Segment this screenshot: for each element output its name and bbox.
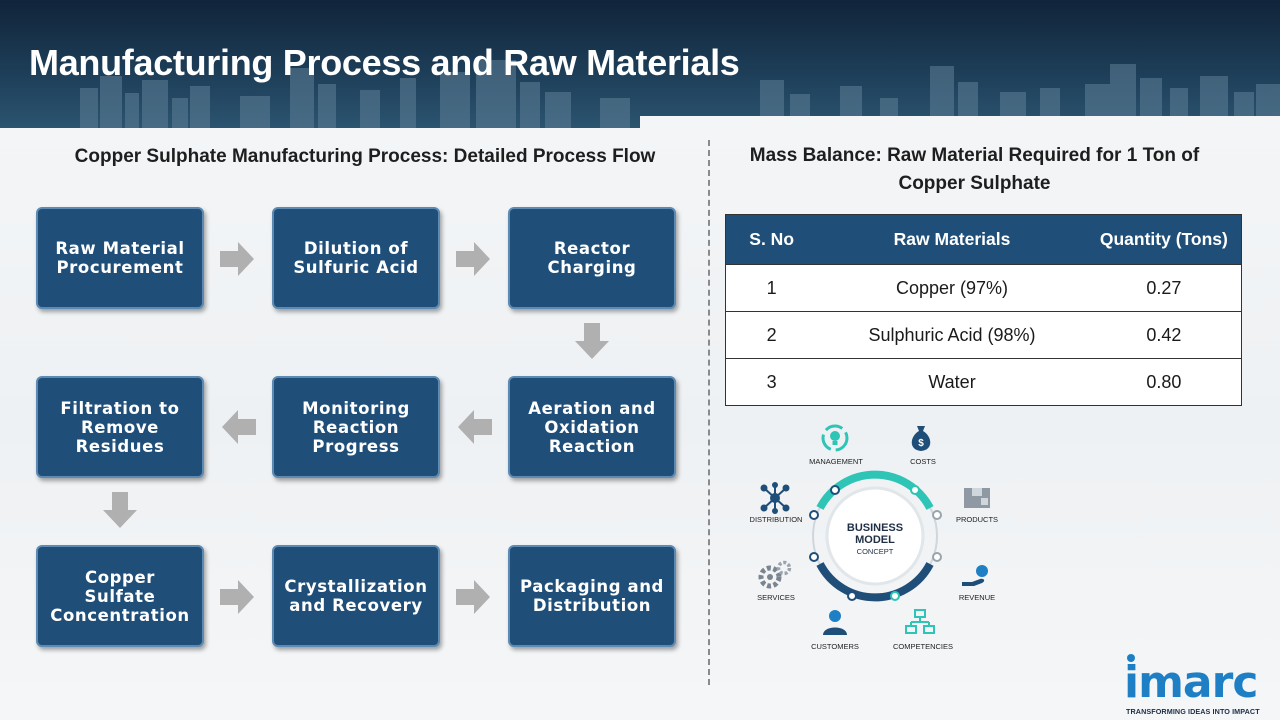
competencies-flowchart-icon: [905, 609, 935, 634]
label-products: PRODUCTS: [955, 515, 999, 524]
step-dilution-of-sulfuric-acid: Dilution of Sulfuric Acid: [272, 207, 440, 309]
header-s-no: S. No: [725, 214, 818, 265]
distribution-network-icon: [760, 482, 790, 514]
step-monitoring-reaction-progress: Monitoring Reaction Progress: [272, 376, 440, 478]
mass-balance-title-line1: Mass Balance: Raw Material Required for …: [749, 145, 1200, 166]
table-row: 2 Sulphuric Acid (98%) 0.42: [725, 311, 1242, 359]
business-model-graphic: BUSINESS MODEL CONCEPT $ MAN: [740, 418, 1040, 658]
cell-s-no: 2: [725, 311, 818, 359]
mass-balance-title: Mass Balance: Raw Material Required for …: [722, 142, 1227, 198]
logo-wordmark: imarc: [1124, 657, 1258, 708]
step-label: Dilution of Sulfuric Acid: [293, 239, 419, 277]
cell-material: Copper (97%): [817, 264, 1087, 312]
arrow-left-icon: [222, 410, 256, 444]
cell-quantity: 0.42: [1086, 311, 1242, 359]
table-row: 1 Copper (97%) 0.27: [725, 264, 1242, 312]
arrow-down-icon: [575, 323, 609, 359]
step-aeration-and-oxidation: Aeration and Oxidation Reaction: [508, 376, 676, 478]
logo-dot: [1127, 654, 1135, 662]
step-raw-material-procurement: Raw Material Procurement: [36, 207, 204, 309]
label-revenue: REVENUE: [958, 593, 996, 602]
step-label: Aeration and Oxidation Reaction: [528, 398, 656, 456]
business-model-center: BUSINESS MODEL CONCEPT: [835, 522, 915, 558]
services-gears-icon: [758, 560, 792, 589]
table-header-row: S. No Raw Materials Quantity (Tons): [725, 214, 1242, 265]
label-distribution: DISTRIBUTION: [749, 515, 803, 524]
label-costs: COSTS: [910, 457, 936, 466]
step-reactor-charging: Reactor Charging: [508, 207, 676, 309]
step-label: Monitoring Reaction Progress: [302, 398, 410, 456]
step-label: Packaging and Distribution: [520, 577, 664, 615]
mass-balance-title-line2: Copper Sulphate: [898, 173, 1051, 194]
money-bag-icon: $: [911, 426, 931, 451]
svg-text:$: $: [918, 438, 924, 449]
city-skyline-graphic: [80, 60, 1280, 128]
label-customers: CUSTOMERS: [811, 642, 859, 651]
cell-quantity: 0.27: [1086, 264, 1242, 312]
arrow-right-icon: [220, 242, 254, 276]
center-line2: MODEL: [855, 534, 895, 546]
center-line1: BUSINESS: [846, 522, 904, 534]
business-model-ring: [809, 470, 942, 602]
step-label: Copper Sulfate Concentration: [50, 567, 190, 625]
step-packaging-and-distribution: Packaging and Distribution: [508, 545, 676, 647]
table-row: 3 Water 0.80: [725, 358, 1242, 406]
cell-material: Water: [817, 358, 1087, 406]
page-title: Manufacturing Process and Raw Materials: [29, 42, 740, 83]
arrow-down-icon: [103, 492, 137, 528]
logo-tagline: TRANSFORMING IDEAS INTO IMPACT: [1126, 707, 1260, 716]
step-filtration-to-remove-residues: Filtration to Remove Residues: [36, 376, 204, 478]
cell-material: Sulphuric Acid (98%): [817, 311, 1087, 359]
step-crystallization-and-recovery: Crystallization and Recovery: [272, 545, 440, 647]
label-competencies: COMPETENCIES: [892, 642, 953, 651]
step-label: Reactor Charging: [547, 239, 637, 277]
step-label: Filtration to Remove Residues: [60, 398, 180, 456]
mass-balance-table: S. No Raw Materials Quantity (Tons) 1 Co…: [725, 214, 1242, 406]
cell-s-no: 1: [725, 264, 818, 312]
section-divider: [708, 140, 710, 685]
center-line3: CONCEPT: [856, 547, 894, 556]
lightbulb-cycle-icon: [821, 424, 849, 452]
process-flow-title: Copper Sulphate Manufacturing Process: D…: [74, 146, 656, 167]
step-copper-sulfate-concentration: Copper Sulfate Concentration: [36, 545, 204, 647]
arrow-right-icon: [456, 580, 490, 614]
cell-quantity: 0.80: [1086, 358, 1242, 406]
header-quantity: Quantity (Tons): [1086, 214, 1242, 265]
header-raw-materials: Raw Materials: [817, 214, 1087, 265]
label-services: SERVICES: [757, 593, 795, 602]
header-banner: Manufacturing Process and Raw Materials: [0, 0, 1280, 128]
cell-s-no: 3: [725, 358, 818, 406]
customer-person-icon: [823, 610, 847, 635]
step-label: Crystallization and Recovery: [284, 577, 428, 615]
products-box-icon: [964, 488, 990, 508]
arrow-right-icon: [220, 580, 254, 614]
label-management: MANAGEMENT: [809, 457, 863, 466]
revenue-hand-icon: [962, 565, 988, 586]
imarc-logo: imarc TRANSFORMING IDEAS INTO IMPACT: [1124, 654, 1272, 716]
arrow-left-icon: [458, 410, 492, 444]
arrow-right-icon: [456, 242, 490, 276]
step-label: Raw Material Procurement: [55, 239, 185, 277]
